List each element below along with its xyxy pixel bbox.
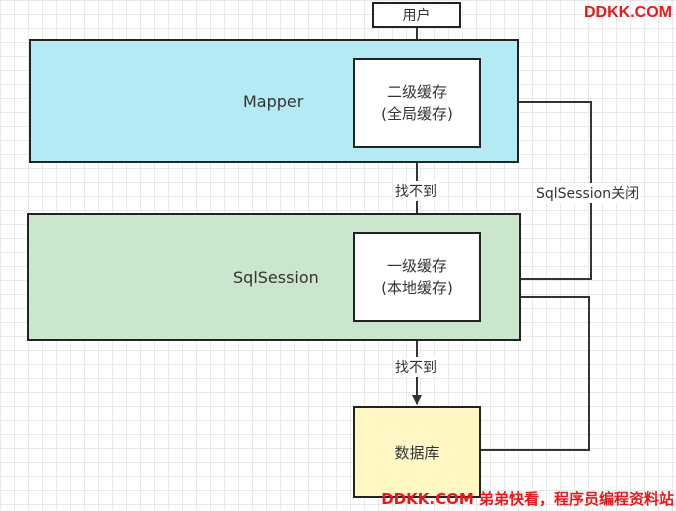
first-level-cache-node: 一级缓存 (本地缓存) (353, 232, 481, 322)
first-level-cache-title: 一级缓存 (386, 257, 447, 275)
second-level-cache-title: 二级缓存 (386, 83, 447, 101)
edge-label-not-found-2: 找不到 (393, 357, 439, 377)
second-level-cache-node: 二级缓存 (全局缓存) (353, 58, 481, 148)
arrow-db-to-l1 (481, 292, 590, 451)
first-level-cache-subtitle: (本地缓存) (381, 279, 453, 297)
watermark-top: DDKK.COM (584, 4, 672, 21)
mapper-label: Mapper (243, 92, 304, 111)
watermark-bottom: DDKK.COM 弟弟快看，程序员编程资料站 (381, 490, 674, 508)
edge-label-not-found-1: 找不到 (393, 181, 439, 201)
database-label: 数据库 (394, 443, 440, 462)
sqlsession-label: SqlSession (233, 268, 319, 287)
edge-label-session-close: SqlSession关闭 (534, 183, 642, 203)
user-label: 用户 (402, 8, 431, 24)
database-node: 数据库 (353, 406, 481, 498)
user-node: 用户 (372, 2, 461, 28)
second-level-cache-subtitle: (全局缓存) (381, 105, 453, 123)
